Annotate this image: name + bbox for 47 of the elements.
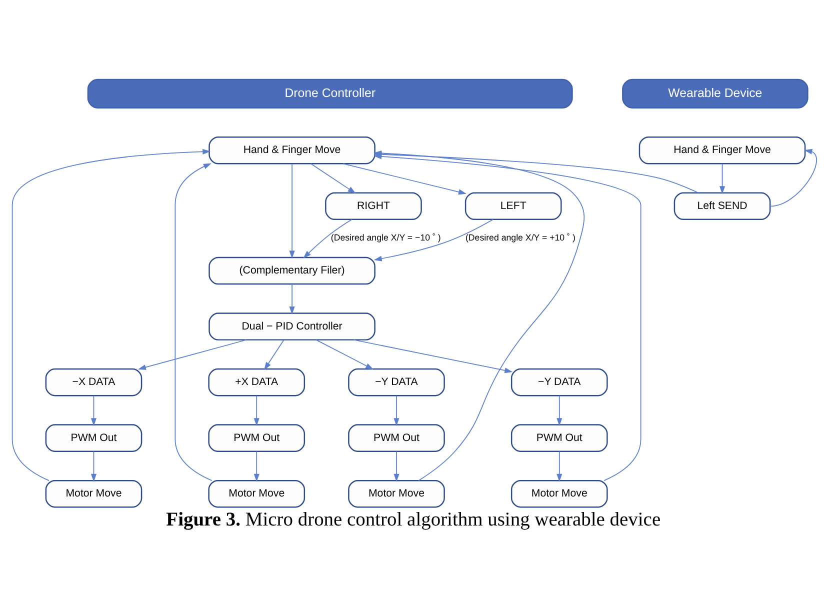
- arrow: [394, 395, 400, 426]
- arrow: [174, 163, 212, 482]
- arrow: [342, 163, 467, 195]
- node-box: Wearable Device: [622, 78, 808, 108]
- node-box: Hand & Finger Move: [638, 136, 806, 164]
- arrow: [289, 284, 295, 315]
- arrow: [374, 154, 642, 482]
- arrow: [90, 451, 97, 482]
- node-box: −X DATA: [45, 368, 142, 396]
- node-box: −Y DATA: [348, 368, 445, 396]
- node-box: PWM Out: [45, 424, 142, 452]
- arrow: [770, 148, 817, 207]
- node-box: Motor Move: [510, 480, 608, 508]
- node-box: LEFT: [464, 192, 562, 220]
- node-box: Left SEND: [674, 192, 771, 220]
- node-box: Drone Controller: [87, 78, 573, 108]
- arrow: [303, 219, 352, 258]
- arrow: [90, 395, 97, 426]
- arrow: [374, 219, 494, 262]
- node-box: (Complementary Filer): [208, 256, 376, 285]
- node-box: PWM Out: [348, 424, 445, 452]
- node-box: Hand & Finger Move: [208, 136, 376, 164]
- node-box: RIGHT: [325, 192, 422, 220]
- arrow: [316, 340, 374, 370]
- arrow: [289, 164, 295, 259]
- node-box: PWM Out: [510, 424, 608, 452]
- node-box: +X DATA: [208, 368, 306, 396]
- arrow: [138, 339, 247, 370]
- arrow: [719, 163, 726, 194]
- arrow: [254, 451, 260, 482]
- arrow: [254, 395, 260, 426]
- node-box: Motor Move: [45, 480, 142, 508]
- edge-label: (Desired angle X/Y = +10 ˚ ): [465, 232, 576, 243]
- node-box: Motor Move: [208, 480, 306, 508]
- node-box: −Y DATA: [510, 368, 608, 396]
- arrow: [264, 340, 284, 370]
- edge-label: (Desired angle X/Y = −10 ˚ ): [330, 232, 441, 243]
- arrow: [353, 339, 513, 374]
- arrow: [394, 451, 400, 482]
- arrow: [556, 395, 562, 426]
- node-box: Motor Move: [348, 480, 445, 508]
- node-box: PWM Out: [208, 424, 306, 452]
- caption: Figure 3. Micro drone control algorithm using wearable device: [166, 509, 661, 530]
- arrow: [310, 163, 356, 194]
- node-box: Dual − PID Controller: [208, 312, 376, 340]
- arrow: [556, 451, 562, 482]
- arrow: [12, 148, 211, 482]
